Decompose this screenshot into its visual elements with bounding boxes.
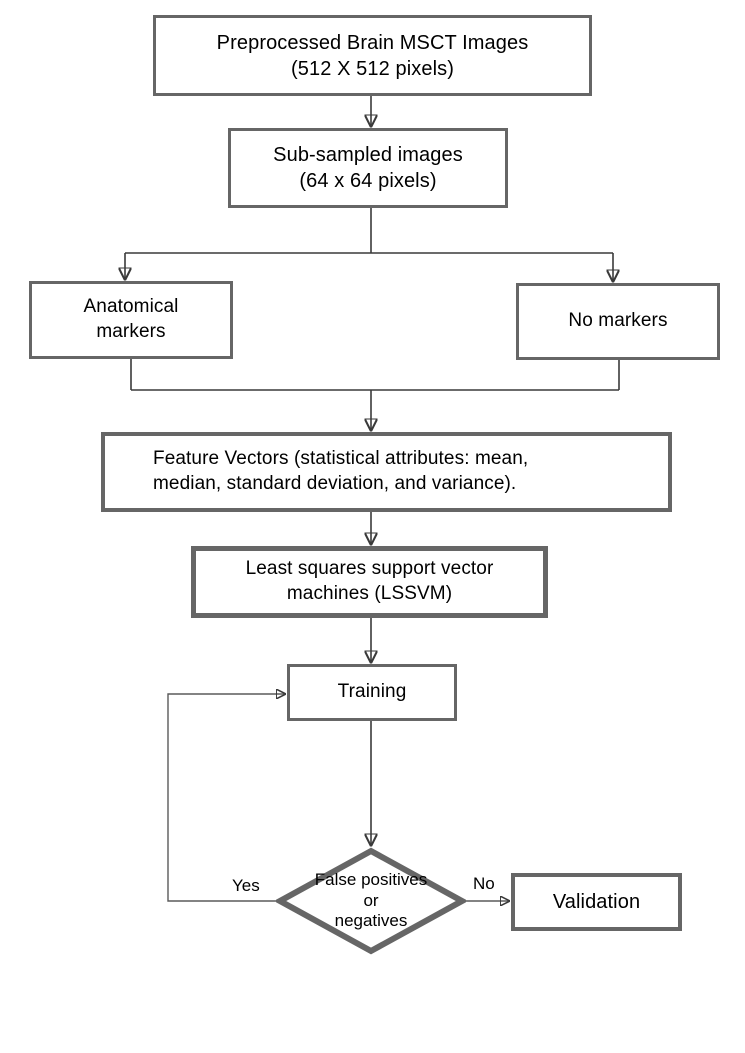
node-no-markers[interactable]: No markers xyxy=(516,283,720,360)
node-subsampled-images[interactable]: Sub-sampled images (64 x 64 pixels) xyxy=(228,128,508,208)
node-lssvm[interactable]: Least squares support vector machines (L… xyxy=(191,546,548,618)
node-anatomical-markers[interactable]: Anatomical markers xyxy=(29,281,233,359)
node-feature-vectors[interactable]: Feature Vectors (statistical attributes:… xyxy=(101,432,672,512)
node-preprocessed-images[interactable]: Preprocessed Brain MSCT Images (512 X 51… xyxy=(153,15,592,96)
edge-decision-feedback-to-training xyxy=(167,694,285,902)
edge-label-no: No xyxy=(473,874,495,893)
edge-label-yes: Yes xyxy=(232,876,260,895)
node-decision[interactable]: False positives or negatives xyxy=(276,847,466,955)
node-validation[interactable]: Validation xyxy=(511,873,682,931)
node-training[interactable]: Training xyxy=(287,664,457,721)
diamond-shape xyxy=(276,847,466,955)
